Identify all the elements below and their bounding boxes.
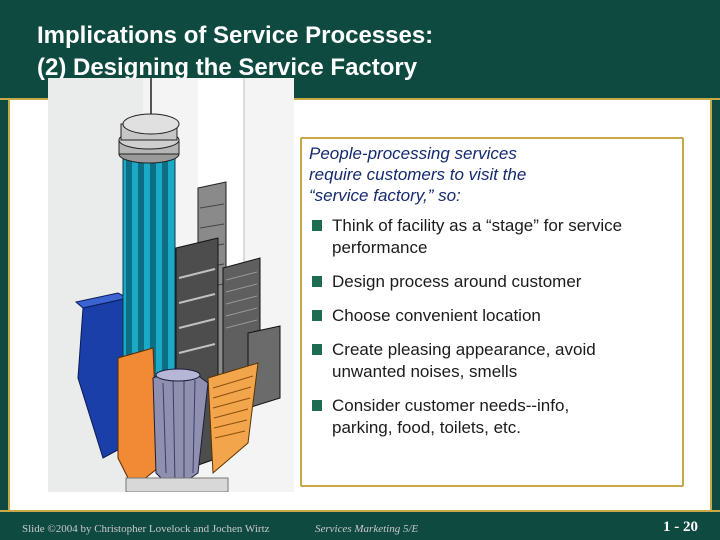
skyscrapers-icon	[48, 78, 294, 493]
footer-bar: Slide ©2004 by Christopher Lovelock and …	[0, 510, 720, 540]
bullet-text-line: Consider customer needs--info,	[332, 396, 570, 415]
bullet-item: Choose convenient location	[312, 305, 682, 327]
bullet-text-line: parking, food, toilets, etc.	[332, 418, 521, 437]
bullet-text-line: Design process around customer	[332, 272, 582, 291]
intro-text: People-processing services require custo…	[309, 143, 669, 206]
square-bullet-icon	[312, 220, 322, 231]
left-frame	[0, 100, 10, 540]
slide-title: Implications of Service Processes: (2) D…	[37, 20, 697, 84]
title-line-1: Implications of Service Processes:	[37, 22, 434, 49]
intro-line-3: “service factory,” so:	[309, 186, 461, 205]
bullet-text-line: Think of facility as a “stage” for servi…	[332, 216, 623, 235]
content-box: People-processing services require custo…	[300, 137, 684, 487]
bullet-list: Think of facility as a “stage” for servi…	[312, 215, 682, 439]
title-divider	[0, 98, 720, 100]
bullet-text-line: Create pleasing appearance, avoid	[332, 340, 596, 359]
bullet-item: Consider customer needs--info, parking, …	[312, 395, 682, 439]
footer-divider	[0, 510, 720, 512]
copyright-text: Slide ©2004 by Christopher Lovelock and …	[22, 523, 270, 535]
intro-line-1: People-processing services	[309, 144, 517, 163]
bullet-text-line: unwanted noises, smells	[332, 362, 518, 381]
bullet-text-line: Choose convenient location	[332, 306, 541, 325]
square-bullet-icon	[312, 400, 322, 411]
bullet-text-line: performance	[332, 238, 428, 257]
square-bullet-icon	[312, 310, 322, 321]
book-title: Services Marketing 5/E	[315, 523, 419, 535]
bullet-item: Think of facility as a “stage” for servi…	[312, 215, 682, 259]
right-frame	[710, 100, 720, 540]
slide-number: 1 - 20	[663, 519, 698, 535]
bullet-item: Create pleasing appearance, avoid unwant…	[312, 339, 682, 383]
bullet-item: Design process around customer	[312, 271, 682, 293]
skyscrapers-illustration	[48, 78, 294, 493]
square-bullet-icon	[312, 276, 322, 287]
intro-line-2: require customers to visit the	[309, 165, 527, 184]
title-line-2: (2) Designing the Service Factory	[37, 54, 418, 81]
square-bullet-icon	[312, 344, 322, 355]
